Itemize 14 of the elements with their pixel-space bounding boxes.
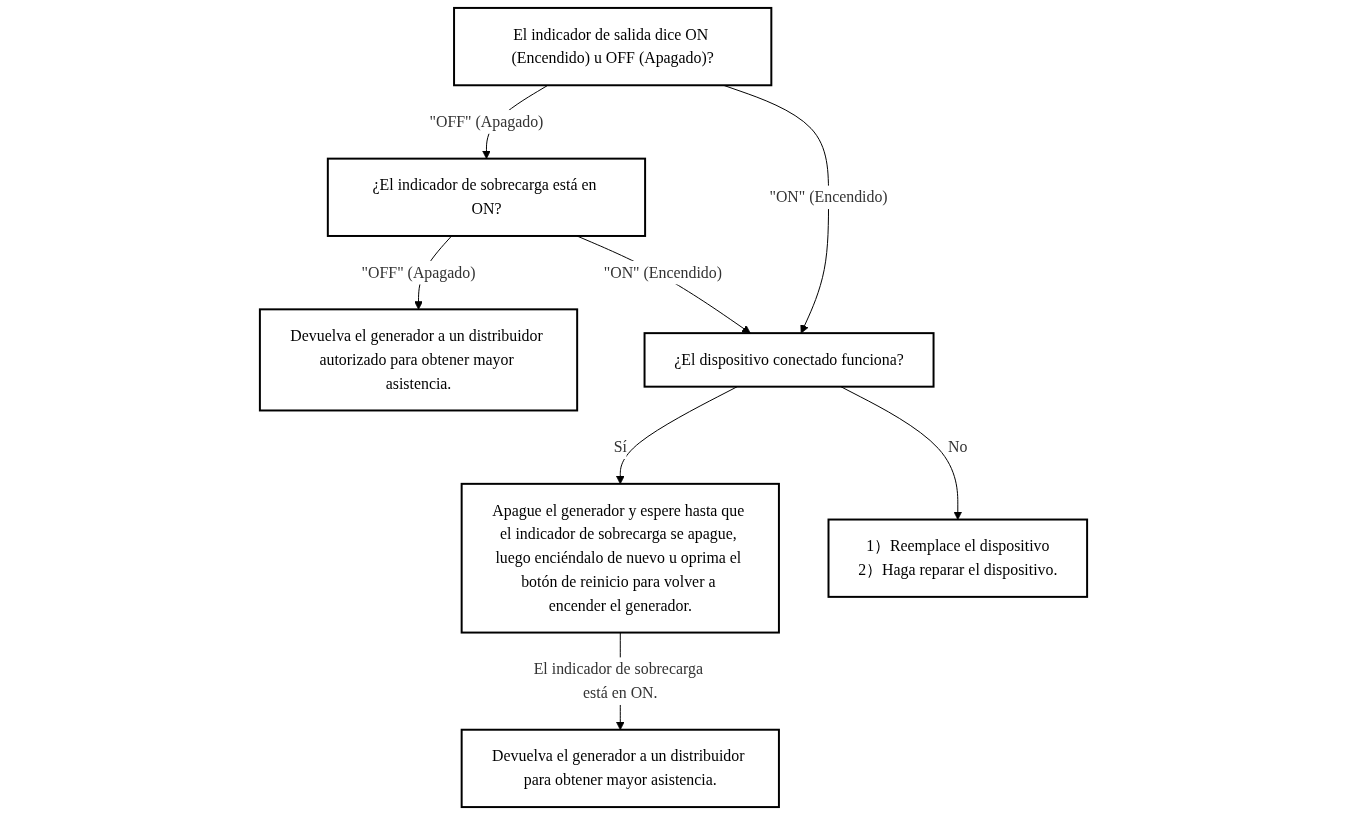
node-box: ¿El indicador de sobrecarga está en ON? — [326, 157, 647, 237]
edge-label: "OFF" (Apagado) — [429, 113, 544, 130]
edge-label: "OFF" (Apagado) — [361, 263, 476, 281]
edge-label: "ON" (Encendido) — [603, 263, 722, 281]
node-box: Devuelva el generador a un distribuidor para obtener mayor asistencia. — [460, 728, 780, 809]
node-box: Apague el generador y espere hasta que el indicador de sobrecarga se apague, luego enciéndalo de nuevo u oprima el botón de reinicio para volver a encender el generador. — [460, 482, 780, 634]
node-box: 1）Reemplace el dispositivo 2）Haga reparar el dispositivo. — [827, 518, 1089, 598]
node-box: ¿El dispositivo conectado funciona? — [643, 332, 935, 388]
edge-label: "ON" (Encendido) — [769, 188, 888, 206]
node-box: El indicador de salida dice ON (Encendido) u OFF (Apagado)? — [453, 6, 773, 87]
edge-label: Sí — [613, 438, 627, 456]
node-box: Devuelva el generador a un distribuidor autorizado para obtener mayor asistencia. — [258, 308, 579, 412]
edge-label: El indicador de sobrecarga está en ON. — [533, 660, 703, 701]
edge-label: No — [948, 438, 968, 456]
